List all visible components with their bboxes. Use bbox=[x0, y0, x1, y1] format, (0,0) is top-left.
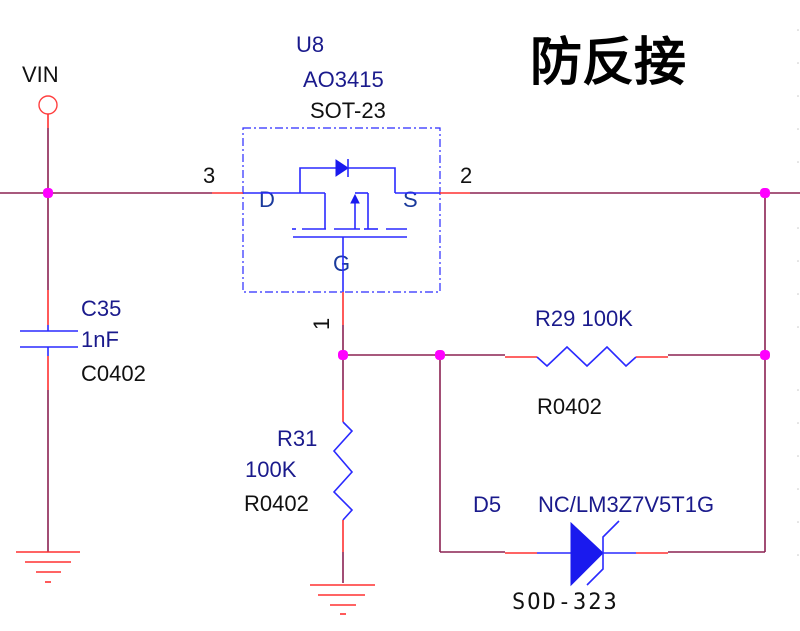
c35-ref: C35 bbox=[81, 296, 121, 321]
junction-gate bbox=[338, 350, 348, 360]
schematic-title: 防反接 bbox=[530, 33, 686, 93]
r29-resistor[interactable]: R29 100K R0402 bbox=[505, 306, 668, 419]
u8-part: AO3415 bbox=[303, 67, 384, 92]
u8-ref: U8 bbox=[296, 32, 324, 57]
c35-capacitor[interactable]: C35 1nF C0402 bbox=[20, 290, 146, 390]
vin-label: VIN bbox=[22, 62, 59, 87]
u8-pin-g-num: 1 bbox=[309, 318, 334, 330]
r31-resistor[interactable]: R31 100K R0402 bbox=[244, 390, 354, 552]
grid-dots bbox=[797, 29, 799, 556]
mos-arrow-icon bbox=[350, 193, 360, 204]
zener-triangle-icon bbox=[570, 521, 604, 587]
d5-zener-diode[interactable]: D5 NC/LM3Z7V5T1G SOD-323 bbox=[473, 492, 714, 615]
r29-ref-value: R29 100K bbox=[535, 306, 633, 331]
wires bbox=[0, 128, 800, 583]
junction-d5-anode bbox=[435, 350, 445, 360]
r29-package: R0402 bbox=[537, 394, 602, 419]
junctions bbox=[43, 188, 770, 360]
u8-pin-d-label: D bbox=[259, 187, 275, 212]
u8-mosfet[interactable]: U8 AO3415 SOT-23 3 2 1 D S G bbox=[203, 32, 472, 330]
u8-outline bbox=[242, 127, 441, 293]
junction-source bbox=[760, 188, 770, 198]
r31-value: 100K bbox=[245, 457, 297, 482]
port-circle-icon bbox=[38, 95, 58, 115]
u8-package: SOT-23 bbox=[310, 98, 386, 123]
body-diode-icon bbox=[335, 159, 349, 177]
r29-zigzag-icon bbox=[536, 345, 637, 368]
junction-r29-rail bbox=[760, 350, 770, 360]
u8-pin-d-num: 3 bbox=[203, 163, 215, 188]
c35-package: C0402 bbox=[81, 361, 146, 386]
r31-ref: R31 bbox=[277, 426, 317, 451]
u8-pin-s-label: S bbox=[403, 187, 418, 212]
d5-part: NC/LM3Z7V5T1G bbox=[538, 492, 714, 517]
gnd-symbol-c35 bbox=[16, 551, 80, 583]
c35-value: 1nF bbox=[81, 327, 119, 352]
u8-pin-s-num: 2 bbox=[460, 163, 472, 188]
gnd-symbol-r31 bbox=[310, 584, 375, 615]
d5-package: SOD-323 bbox=[512, 590, 619, 615]
junction-vin bbox=[43, 188, 53, 198]
r31-package: R0402 bbox=[244, 491, 309, 516]
r31-zigzag-icon bbox=[332, 421, 354, 521]
d5-ref: D5 bbox=[473, 492, 501, 517]
u8-pin-g-label: G bbox=[333, 251, 350, 276]
vin-port[interactable]: VIN bbox=[22, 62, 59, 128]
